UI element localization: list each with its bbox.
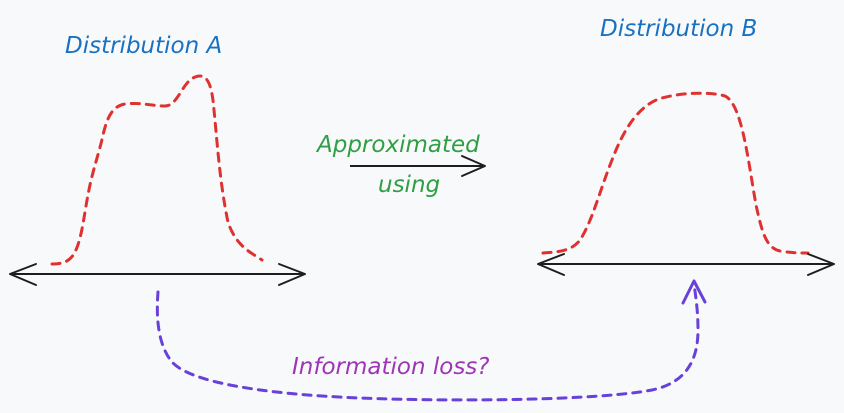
distribution-a-axis bbox=[9, 263, 306, 286]
approximated-label: Approximated bbox=[315, 132, 480, 158]
approximation-arrow bbox=[350, 155, 486, 177]
distribution-a-title: Distribution A bbox=[65, 33, 222, 59]
using-label: using bbox=[378, 172, 440, 198]
distribution-a-curve bbox=[50, 74, 264, 266]
information-loss-arrowhead bbox=[681, 279, 707, 305]
information-loss-arrow bbox=[155, 282, 700, 402]
distribution-b-title: Distribution B bbox=[600, 16, 757, 42]
distribution-b-axis bbox=[537, 253, 835, 276]
distribution-b-curve bbox=[541, 91, 810, 255]
information-loss-label: Information loss? bbox=[292, 354, 490, 380]
